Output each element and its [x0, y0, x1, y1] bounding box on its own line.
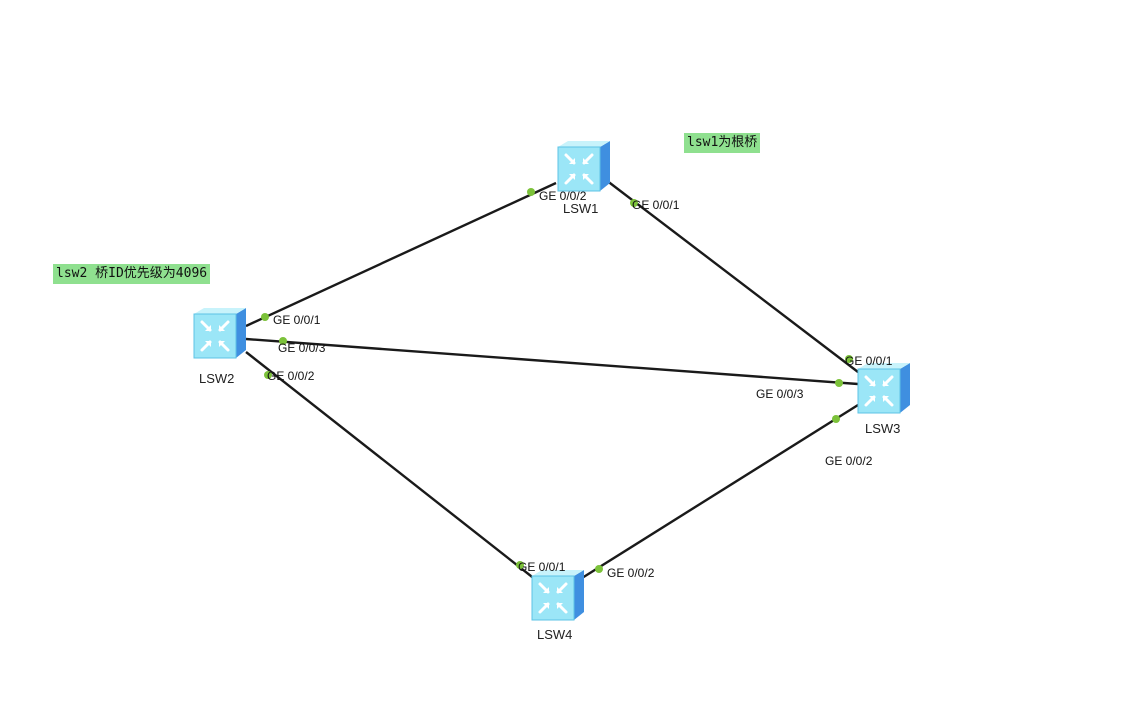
port-label-lsw2-g001: GE 0/0/1	[273, 313, 321, 327]
lsw2-priority-note: lsw2 桥ID优先级为4096	[53, 264, 211, 284]
port-label-lsw2-g002: GE 0/0/2	[267, 369, 315, 383]
port-dot-lsw2-g001[interactable]	[261, 313, 269, 321]
port-label-lsw3-g003: GE 0/0/3	[756, 387, 804, 401]
switch-lsw1-icon[interactable]	[556, 139, 612, 193]
port-dot-lsw4-g002[interactable]	[595, 565, 603, 573]
port-dot-lsw3-g002[interactable]	[832, 415, 840, 423]
port-dot-lsw4-g001[interactable]	[516, 561, 524, 569]
link-lsw4-lsw3[interactable]	[581, 403, 859, 580]
switch-lsw3-icon[interactable]	[856, 361, 912, 415]
port-label-lsw2-g003: GE 0/0/3	[278, 341, 326, 355]
port-dot-lsw1-g002[interactable]	[527, 188, 535, 196]
switch-lsw2-label: LSW2	[199, 371, 235, 386]
switch-lsw4-label: LSW4	[537, 627, 573, 642]
port-dot-lsw1-g001[interactable]	[630, 199, 638, 207]
link-lsw1-lsw3[interactable]	[605, 179, 859, 373]
port-label-lsw1-g002: GE 0/0/2	[539, 189, 587, 203]
switch-lsw4-icon[interactable]	[530, 568, 586, 622]
switch-lsw3-label: LSW3	[865, 421, 901, 436]
links	[245, 179, 859, 581]
port-dot-lsw3-g003[interactable]	[835, 379, 843, 387]
port-label-lsw3-g002: GE 0/0/2	[825, 454, 873, 468]
port-dot-lsw2-g003[interactable]	[279, 337, 287, 345]
port-dot-lsw3-g001[interactable]	[845, 355, 853, 363]
link-lsw2-lsw1[interactable]	[245, 181, 557, 328]
port-dot-lsw2-g002[interactable]	[264, 371, 272, 379]
port-dots	[261, 188, 853, 573]
link-lsw2-lsw3[interactable]	[245, 337, 859, 386]
port-label-lsw4-g002: GE 0/0/2	[607, 566, 655, 580]
link-lsw2-lsw4[interactable]	[245, 351, 537, 581]
port-label-lsw1-g001: GE 0/0/1	[632, 198, 680, 212]
switch-lsw1-label: LSW1	[563, 201, 599, 216]
port-label-lsw4-g001: GE 0/0/1	[518, 560, 566, 574]
switch-lsw2-icon[interactable]	[192, 306, 248, 360]
root-bridge-note: lsw1为根桥	[684, 133, 761, 153]
port-label-lsw3-g001: GE 0/0/1	[845, 354, 893, 368]
